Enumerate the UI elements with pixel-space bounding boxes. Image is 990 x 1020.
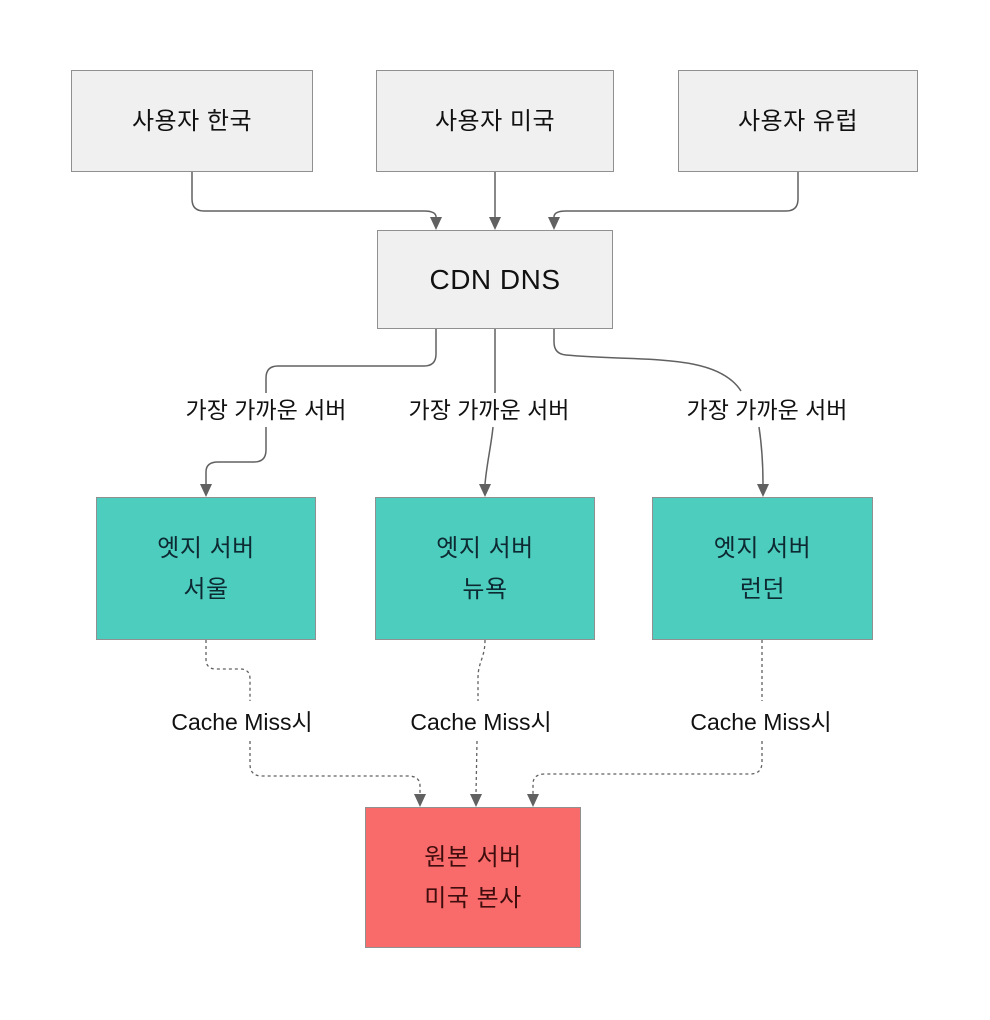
node-user-korea: 사용자 한국 <box>71 70 313 172</box>
arrowhead-into-cdn-center <box>489 217 501 230</box>
arrowhead-into-ny <box>479 484 491 497</box>
edge-label-cache-miss-3: Cache Miss시 <box>686 708 836 736</box>
node-origin-line2: 미국 본사 <box>424 884 522 912</box>
connector-ny-to-origin <box>475 639 486 795</box>
node-edge-london-line2: 런던 <box>739 575 786 603</box>
connector-cdn-to-ny <box>484 329 496 485</box>
node-cdn-dns-label: CDN DNS <box>429 264 561 295</box>
node-edge-server-seoul: 엣지 서버 서울 <box>96 497 316 640</box>
node-edge-london-line1: 엣지 서버 <box>713 534 812 562</box>
node-origin-line1: 원본 서버 <box>424 843 522 871</box>
connector-london-to-origin <box>532 640 763 794</box>
node-edge-seoul-line1: 엣지 서버 <box>157 534 255 562</box>
node-user-korea-label: 사용자 한국 <box>131 107 253 135</box>
node-user-usa: 사용자 미국 <box>376 70 614 172</box>
connector-user-kr-to-cdn <box>191 172 437 218</box>
connector-cdn-to-london <box>553 329 764 485</box>
edge-label-nearest-server-3: 가장 가까운 서버 <box>682 396 852 424</box>
arrowhead-into-origin-right <box>527 794 539 807</box>
node-edge-server-newyork: 엣지 서버 뉴욕 <box>375 497 595 640</box>
arrowhead-into-origin-center <box>470 794 482 807</box>
arrowhead-into-seoul <box>200 484 212 497</box>
arrowhead-into-cdn-right <box>548 217 560 230</box>
edge-label-cache-miss-2: Cache Miss시 <box>406 708 556 736</box>
node-edge-newyork-line1: 엣지 서버 <box>436 534 534 562</box>
node-origin-server: 원본 서버 미국 본사 <box>365 807 581 948</box>
edge-label-nearest-server-2: 가장 가까운 서버 <box>404 396 574 424</box>
edge-label-cache-miss-1: Cache Miss시 <box>167 708 317 736</box>
edge-label-nearest-server-1: 가장 가까운 서버 <box>181 396 351 424</box>
arrowhead-into-london <box>757 484 769 497</box>
arrowhead-into-origin-left <box>414 794 426 807</box>
node-cdn-dns: CDN DNS <box>377 230 613 329</box>
node-user-europe-label: 사용자 유럽 <box>737 107 859 135</box>
node-edge-newyork-line2: 뉴욕 <box>462 575 508 603</box>
connector-seoul-to-origin <box>205 640 421 794</box>
node-edge-seoul-line2: 서울 <box>183 575 229 603</box>
node-user-usa-label: 사용자 미국 <box>434 107 556 135</box>
node-edge-server-london: 엣지 서버 런던 <box>652 497 873 640</box>
arrowhead-into-cdn-left <box>430 217 442 230</box>
connector-cdn-to-seoul <box>205 329 437 484</box>
connector-user-eu-to-cdn <box>553 172 799 218</box>
node-user-europe: 사용자 유럽 <box>678 70 918 172</box>
